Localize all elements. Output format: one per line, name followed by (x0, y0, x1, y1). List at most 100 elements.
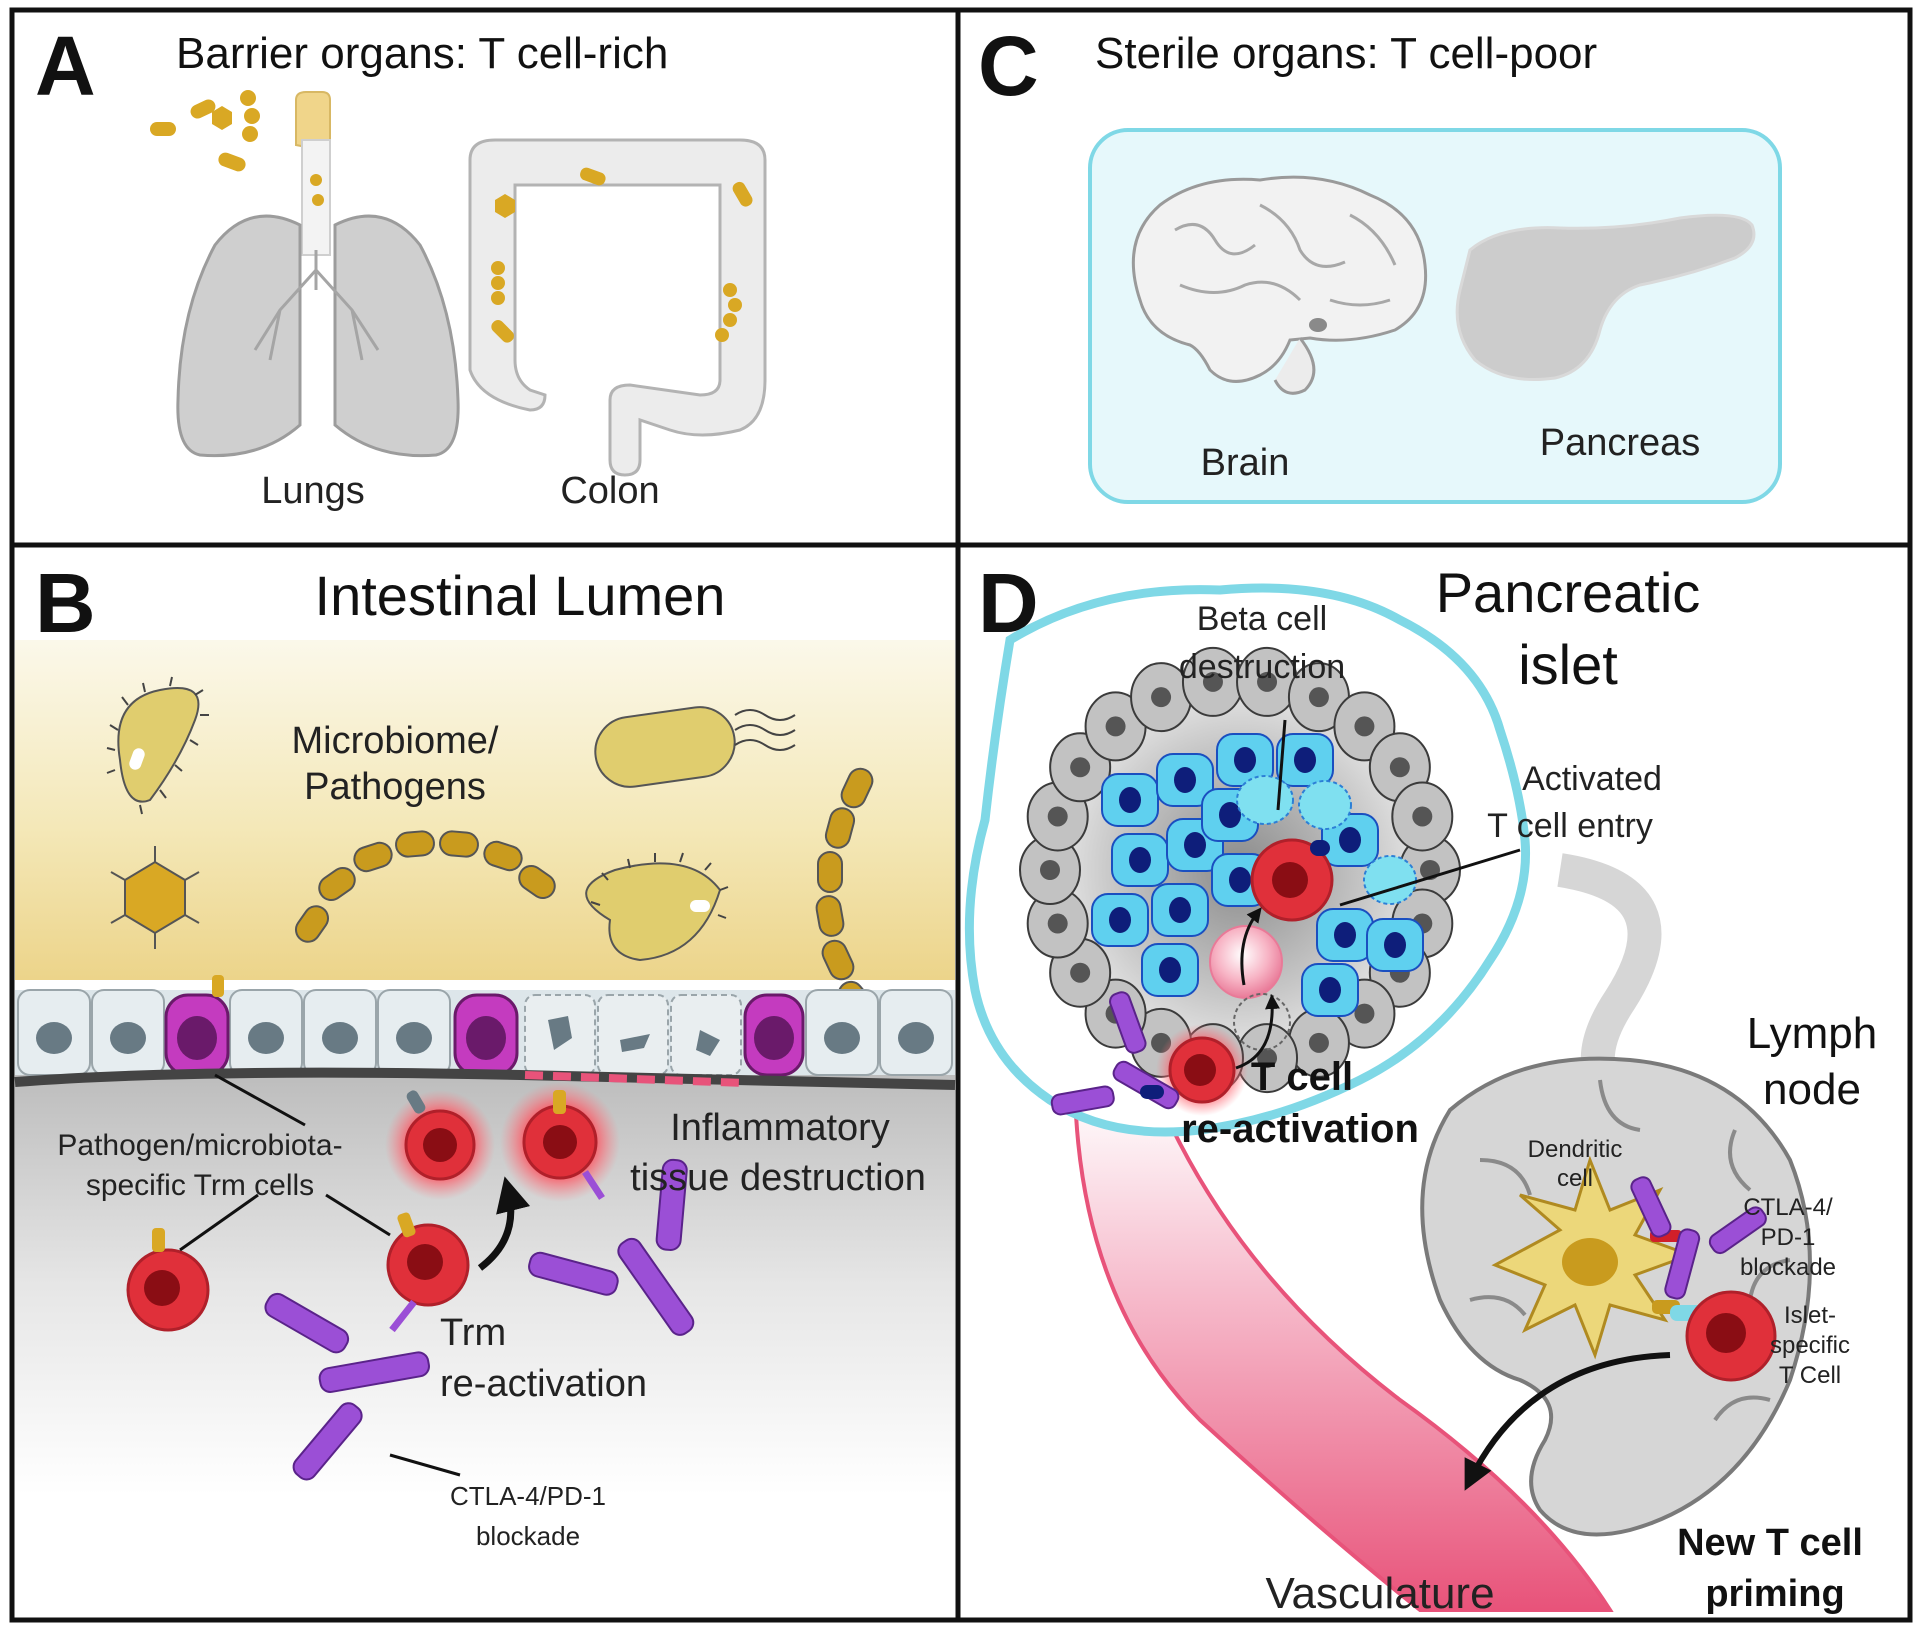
chain-bacteria-arc (294, 830, 556, 943)
beta-cell-nucleus (1234, 747, 1256, 773)
trm-reactivation-label-line1: Trm (440, 1312, 506, 1354)
panel-c-letter: C (978, 19, 1039, 113)
figure-frame (9, 7, 1913, 1623)
vasculature-label: Vasculature (1265, 1569, 1494, 1618)
blockade-d-label-line1: CTLA-4/ (1743, 1194, 1833, 1221)
islet-outer-cell-nucleus (1070, 757, 1091, 778)
islet-outer-cell-nucleus (1151, 687, 1172, 708)
trm-cells-label-line2: specific Trm cells (86, 1169, 314, 1202)
beta-cell-nucleus (1184, 832, 1206, 858)
islet-outer-cell-nucleus (1047, 806, 1068, 827)
islet-title-line2: islet (1518, 633, 1618, 696)
destroyed-beta-cells (1236, 775, 1417, 905)
islet-beta-cells (1091, 733, 1424, 1017)
beta-cell-nucleus (1109, 907, 1131, 933)
brain-gyri (1174, 203, 1397, 307)
cerebellum (1273, 337, 1316, 395)
brain-label: Brain (1201, 442, 1290, 484)
activated-entry-label-line1: Activated (1522, 760, 1662, 798)
panel-a-title: Barrier organs: T cell-rich (176, 29, 668, 78)
lungs-label: Lungs (261, 470, 365, 512)
colon-body (468, 138, 767, 477)
islet-outer-cell-nucleus (1257, 1048, 1278, 1069)
inflammatory-label-line2: tissue destruction (630, 1157, 926, 1199)
islet-outer-cell-nucleus (1354, 716, 1375, 737)
dendritic-cell-label-line2: cell (1557, 1165, 1593, 1192)
dendritic-cell-label-line1: Dendritic (1528, 1136, 1623, 1163)
microbiome-label-line1: Microbiome/ (292, 720, 499, 762)
bean-bacterium (117, 687, 200, 803)
bean-bacterium-2 (585, 862, 722, 962)
priming-label-line1: New T cell (1677, 1522, 1863, 1564)
activated-entry-label-line2: T cell entry (1487, 807, 1653, 845)
islet-t-cell-label-line3: T Cell (1779, 1362, 1841, 1389)
priming-arrow (1464, 1352, 1671, 1491)
beta-cell-nucleus (1129, 847, 1151, 873)
bronchi (253, 250, 380, 361)
islet-outer-cells (1019, 646, 1461, 1094)
blockade-b-label-line1: CTLA-4/PD-1 (450, 1481, 606, 1511)
damaged-membrane (524, 1071, 746, 1087)
antibodies-b (264, 1158, 695, 1481)
tissue-t-cells (126, 1082, 620, 1333)
rod-flagella (734, 709, 796, 751)
beta-destruction-label-line2: destruction (1179, 648, 1345, 686)
beta-cell-nucleus (1159, 957, 1181, 983)
panel-c-title: Sterile organs: T cell-poor (1095, 29, 1597, 78)
rod-bacterium (594, 706, 736, 788)
beta-cell-nucleus (1229, 867, 1251, 893)
beta-cell-nucleus (1219, 802, 1241, 828)
pancreas-illustration (1455, 213, 1756, 382)
islet-outer-cell-nucleus (1308, 1032, 1329, 1053)
panel-b-title: Intestinal Lumen (315, 564, 726, 627)
beta-cell-nucleus (1119, 787, 1141, 813)
priming-label-line2: priming (1705, 1573, 1844, 1615)
panel-a-letter: A (35, 19, 96, 113)
lung-microbes (150, 90, 324, 206)
inflammatory-label-line1: Inflammatory (670, 1107, 890, 1149)
blockade-d-label-line2: PD-1 (1761, 1224, 1816, 1251)
panel-b: B Intestinal Lumen (14, 556, 956, 1551)
microbiome-label-line2: Pathogens (304, 766, 486, 808)
basement-membrane (14, 1067, 956, 1090)
lumen-microbes (106, 676, 875, 1020)
bacterium-cilia (106, 676, 209, 815)
beta-cell-nucleus (1384, 932, 1406, 958)
beta-cell-nucleus (1334, 922, 1356, 948)
lungs-illustration (150, 90, 460, 458)
islet-outer-cell-nucleus (1389, 757, 1410, 778)
beta-cell-nucleus (1294, 747, 1316, 773)
islet-t-cell-label-line2: specific (1770, 1332, 1850, 1359)
islet-outer-cell-nucleus (1308, 687, 1329, 708)
panel-d: D (964, 556, 1877, 1618)
beta-cell-nucleus (1339, 827, 1361, 853)
islet-t-cell-lymph (1650, 1230, 1777, 1382)
panel-b-letter: B (35, 556, 96, 650)
colon-label: Colon (560, 470, 659, 512)
beta-destruction-label-line1: Beta cell (1197, 600, 1327, 638)
islet-outer-cell-nucleus (1257, 671, 1278, 692)
callout-lines-d (1276, 719, 1521, 907)
tcell-reactivation-label-line1: T cell (1251, 1055, 1353, 1099)
antibody-d-islet (1050, 991, 1180, 1116)
blockade-b-label-line2: blockade (476, 1521, 580, 1551)
tcell-reactivation-label-line2: re-activation (1181, 1107, 1419, 1151)
islet-outer-cell-nucleus (1354, 1003, 1375, 1024)
left-lung (176, 214, 302, 458)
callout-lines-b (179, 1073, 461, 1477)
lymph-node-label-line2: node (1763, 1065, 1861, 1114)
epithelial-trm-cells (164, 975, 805, 1077)
trm-cells-label-line1: Pathogen/microbiota- (57, 1129, 342, 1162)
colon-illustration (468, 138, 767, 477)
islet-outer-cell-nucleus (1047, 913, 1068, 934)
islet-outer-cell-nucleus (1070, 962, 1091, 983)
right-lung (333, 214, 460, 458)
islet-outer-cell-nucleus (1040, 860, 1060, 880)
islet-t-cell-label-line1: Islet- (1784, 1302, 1836, 1329)
antibody-d-lymph (1630, 1176, 1767, 1300)
lymph-node-sinuses (1469, 1079, 1791, 1422)
beta-cell-nucleus (1319, 977, 1341, 1003)
blockade-d-label-line3: blockade (1740, 1254, 1836, 1281)
epithelium (14, 975, 956, 1090)
